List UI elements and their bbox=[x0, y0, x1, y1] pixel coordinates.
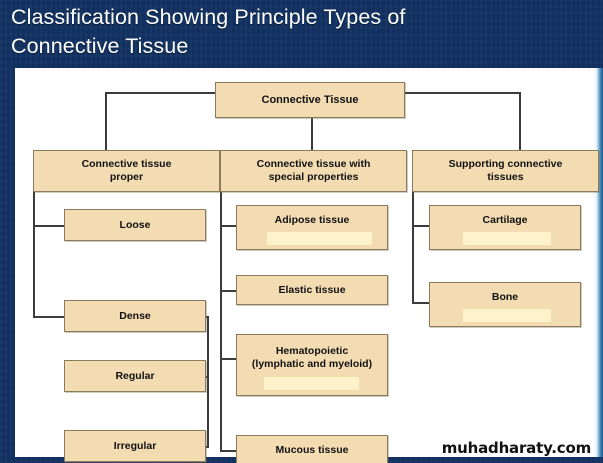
node-highlight-band bbox=[463, 232, 551, 245]
node-loose[interactable]: Loose bbox=[64, 209, 206, 241]
node-adipose-tissue[interactable]: Adipose tissue bbox=[236, 205, 388, 250]
connector-root-bus-left bbox=[105, 92, 313, 94]
connector-to-supporting bbox=[519, 92, 521, 150]
node-dense[interactable]: Dense bbox=[64, 300, 206, 332]
node-supporting-connective-tissues[interactable]: Supporting connective tissues bbox=[412, 150, 599, 192]
node-regular[interactable]: Regular bbox=[64, 360, 206, 392]
connector-supporting-to-cartilage bbox=[412, 225, 429, 227]
watermark: muhadharaty.com bbox=[441, 439, 591, 457]
diagram-panel: Connective Tissue Connective tissue prop… bbox=[15, 68, 599, 463]
connector-special-to-elastic bbox=[220, 290, 237, 292]
page-title: Classification Showing Principle Types o… bbox=[11, 5, 406, 58]
node-highlight-band bbox=[267, 232, 372, 245]
node-connective-tissue[interactable]: Connective Tissue bbox=[215, 82, 405, 118]
connector-special-to-hematopoietic bbox=[220, 358, 237, 360]
connector-special-to-adipose bbox=[220, 225, 237, 227]
panel-right-edge bbox=[593, 68, 603, 457]
connector-special-to-mucous bbox=[220, 450, 237, 452]
node-elastic-tissue[interactable]: Elastic tissue bbox=[236, 275, 388, 305]
node-bone[interactable]: Bone bbox=[429, 282, 581, 327]
node-irregular[interactable]: Irregular bbox=[64, 430, 206, 462]
connector-to-proper bbox=[105, 92, 107, 150]
node-cartilage[interactable]: Cartilage bbox=[429, 205, 581, 250]
connector-dense-spine bbox=[207, 316, 209, 448]
connector-supporting-to-bone bbox=[412, 302, 429, 304]
node-connective-tissue-proper[interactable]: Connective tissue proper bbox=[33, 150, 220, 192]
connector-proper-to-dense bbox=[33, 316, 65, 318]
connector-root-bus-right bbox=[311, 92, 521, 94]
node-connective-tissue-special-properties[interactable]: Connective tissue with special propertie… bbox=[220, 150, 407, 192]
connector-special-spine bbox=[220, 192, 222, 452]
connector-to-special bbox=[311, 105, 313, 150]
connector-supporting-spine bbox=[412, 192, 414, 304]
connector-proper-to-loose bbox=[33, 225, 65, 227]
node-highlight-band bbox=[264, 377, 359, 390]
node-mucous-tissue[interactable]: Mucous tissue bbox=[236, 435, 388, 463]
connector-proper-spine bbox=[33, 192, 35, 318]
node-highlight-band bbox=[463, 309, 551, 322]
node-hematopoietic[interactable]: Hematopoietic (lymphatic and myeloid) bbox=[236, 334, 388, 396]
